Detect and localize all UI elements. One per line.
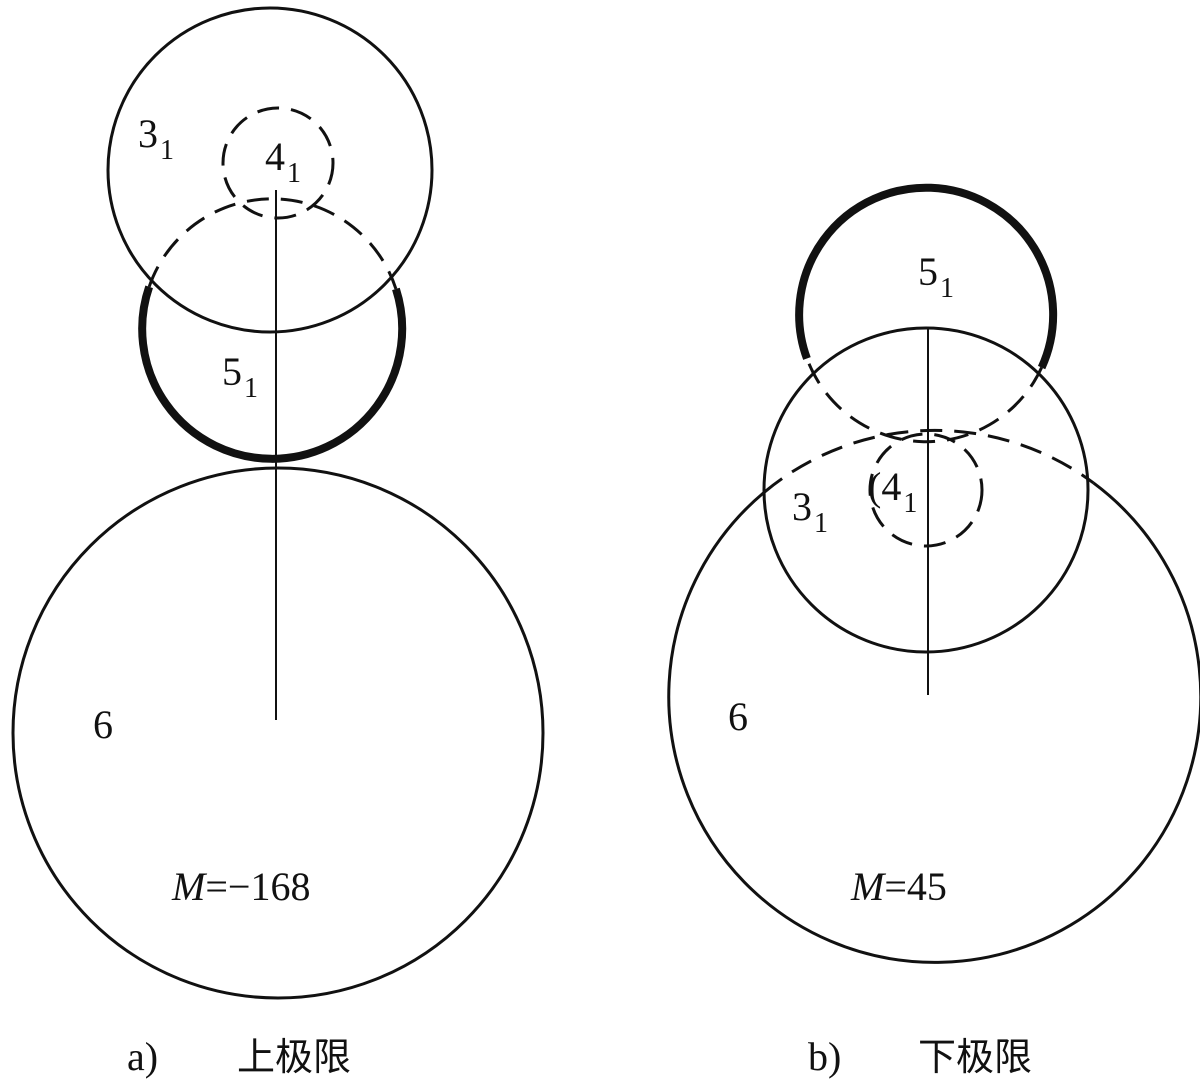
panel-a-gear-4-label: 41 — [265, 134, 301, 189]
panel-a-gear-6 — [11, 466, 545, 1000]
panel-a-gear-6-label: 6 — [93, 702, 113, 747]
panel-a-gear-4 — [221, 106, 335, 220]
panel-a-gear-3 — [106, 6, 434, 334]
panel-b-gear-6-label: 6 — [728, 694, 748, 739]
panel-a-gear-5 — [138, 197, 407, 463]
panel-b-m-value: M=45 — [850, 864, 947, 909]
panel-b: 51 (41 31 6 M=45 b) 下极限 — [667, 183, 1200, 1079]
panel-a-caption-text: 上极限 — [237, 1035, 351, 1079]
panel-a-gear-3-label: 31 — [138, 111, 174, 166]
panel-b-gear-5 — [795, 183, 1058, 444]
panel-b-caption-letter: b) — [808, 1034, 841, 1079]
panel-b-gear-4 — [868, 432, 984, 548]
panel-b-gear-3 — [762, 326, 1090, 654]
panel-b-gear-3-label: 31 — [792, 484, 828, 539]
panel-a: 31 41 51 6 M=−168 a) 上极限 — [11, 6, 545, 1079]
panel-a-m-value: M=−168 — [171, 864, 310, 909]
panel-b-gear-5-label: 51 — [918, 249, 954, 304]
panel-a-caption-letter: a) — [127, 1034, 158, 1079]
panel-b-gear-4-label: (41 — [868, 464, 917, 519]
panel-b-caption-text: 下极限 — [918, 1035, 1032, 1079]
panel-a-gear-5-label: 51 — [222, 349, 258, 404]
